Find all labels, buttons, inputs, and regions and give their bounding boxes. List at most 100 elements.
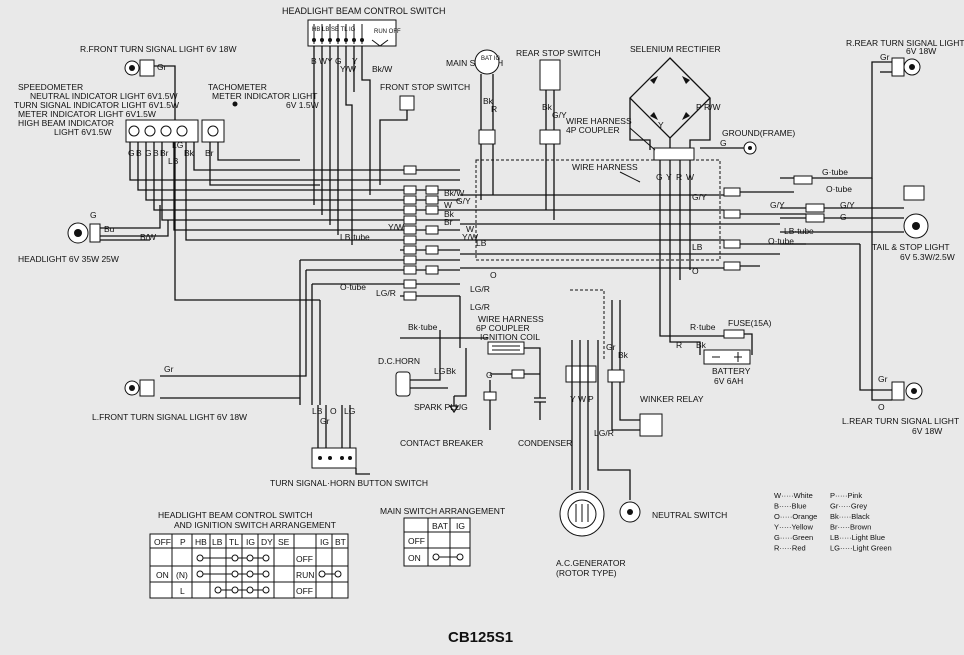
svg-text:CONDENSER: CONDENSER: [518, 438, 572, 448]
svg-text:Bu: Bu: [104, 224, 115, 234]
svg-text:LB: LB: [476, 238, 487, 248]
svg-text:Gr: Gr: [606, 342, 616, 352]
svg-text:SPARK PLUG: SPARK PLUG: [414, 402, 468, 412]
svg-text:G·tube: G·tube: [822, 167, 848, 177]
speedo-wires: [129, 142, 400, 241]
svg-text:LG: LG: [344, 406, 355, 416]
central-harness-letters: Bk/W G/Y W Bk Br W Y/W LB Y/W O LG/R G/Y…: [340, 188, 707, 298]
svg-text:WIRE HARNESS: WIRE HARNESS: [572, 162, 638, 172]
svg-text:Y/W: Y/W: [462, 232, 478, 242]
svg-text:OFF: OFF: [296, 586, 313, 596]
speedometer-block: SPEEDOMETER NEUTRAL INDICATOR LIGHT 6V1.…: [14, 82, 319, 143]
svg-text:FUSE(15A): FUSE(15A): [728, 318, 772, 328]
svg-text:IG: IG: [246, 537, 255, 547]
svg-text:A.C.GENERATOR: A.C.GENERATOR: [556, 558, 626, 568]
svg-text:NEUTRAL INDICATOR LIGHT 6V1.5W: NEUTRAL INDICATOR LIGHT 6V1.5W: [30, 91, 178, 101]
svg-text:O: O: [490, 270, 497, 280]
svg-text:O: O: [330, 406, 337, 416]
svg-text:METER INDICATOR LIGHT: METER INDICATOR LIGHT: [212, 91, 317, 101]
svg-text:L: L: [180, 586, 185, 596]
svg-text:Bk: Bk: [444, 209, 455, 219]
svg-text:(ROTOR TYPE): (ROTOR TYPE): [556, 568, 617, 578]
winker-relay: Gr Bk WINKER RELAY: [606, 300, 704, 437]
svg-text:G/Y: G/Y: [456, 196, 471, 206]
r-front-turn-signal: R.FRONT TURN SIGNAL LIGHT 6V 18W Gr: [80, 44, 320, 301]
svg-text:RUN: RUN: [296, 570, 314, 580]
svg-text:Bk: Bk: [184, 148, 195, 158]
headlight-beam-control-switch-label: HEADLIGHT BEAM CONTROL SWITCH: [282, 6, 446, 16]
svg-text:MAIN SWITCH ARRANGEMENT: MAIN SWITCH ARRANGEMENT: [380, 506, 505, 516]
svg-text:W: W: [444, 200, 452, 210]
svg-text:Bk: Bk: [696, 340, 707, 350]
legend-entry: Y·····Yellow: [774, 523, 813, 532]
svg-text:O·tube: O·tube: [340, 282, 366, 292]
ac-generator: Y W P A.C.GENERATOR (ROTOR TYPE): [556, 289, 626, 578]
dc-horn: D.C.HORN LG Bk: [378, 330, 457, 397]
svg-text:R.REAR TURN SIGNAL LIGHT: R.REAR TURN SIGNAL LIGHT: [846, 38, 964, 48]
run-off-label: RUN OFF: [374, 29, 401, 35]
l-rear-turn-signal: Gr O L.REAR TURN SIGNAL LIGHT 6V 18W: [842, 178, 959, 436]
svg-text:Gr: Gr: [880, 52, 890, 62]
svg-text:R: R: [676, 340, 682, 350]
svg-text:LG/R: LG/R: [594, 428, 614, 438]
svg-text:O·tube: O·tube: [826, 184, 852, 194]
contact-breaker: CONTACT BREAKER G: [400, 369, 540, 448]
svg-text:G: G: [486, 370, 493, 380]
svg-text:LG: LG: [172, 140, 183, 150]
svg-text:BATTERY: BATTERY: [712, 366, 751, 376]
svg-text:SPEEDOMETER: SPEEDOMETER: [18, 82, 83, 92]
svg-text:LG: LG: [434, 366, 445, 376]
spark-plug: SPARK PLUG: [414, 396, 468, 414]
front-stop-switch: FRONT STOP SWITCH: [379, 82, 470, 185]
svg-text:Bk: Bk: [483, 96, 494, 106]
l-front-turn-signal: Gr L.FRONT TURN SIGNAL LIGHT 6V 18W: [92, 364, 247, 422]
legend-entry: O·····Orange: [774, 512, 817, 521]
condenser: CONDENSER: [518, 380, 572, 448]
svg-text:G/Y: G/Y: [552, 110, 567, 120]
svg-text:6V 18W: 6V 18W: [912, 426, 942, 436]
svg-text:IG: IG: [456, 521, 465, 531]
svg-text:LB: LB: [692, 242, 703, 252]
svg-text:REAR STOP SWITCH: REAR STOP SWITCH: [516, 48, 601, 58]
svg-text:R: R: [491, 104, 497, 114]
svg-text:Gr: Gr: [164, 364, 174, 374]
headlight: HEADLIGHT 6V 35W 25W G Bu B/W: [18, 205, 169, 264]
svg-text:TACHOMETER: TACHOMETER: [208, 82, 267, 92]
svg-text:ON: ON: [156, 570, 169, 580]
svg-text:6V 5.3W/2.5W: 6V 5.3W/2.5W: [900, 252, 955, 262]
beam-switch-table: HEADLIGHT BEAM CONTROL SWITCH AND IGNITI…: [149, 510, 349, 599]
svg-text:Gr: Gr: [157, 62, 167, 72]
svg-text:HB: HB: [195, 537, 207, 547]
svg-text:Y: Y: [327, 56, 333, 66]
legend-entry: G·····Green: [774, 533, 813, 542]
svg-text:B: B: [153, 148, 159, 158]
svg-text:R: R: [676, 172, 682, 182]
svg-text:AND IGNITION SWITCH ARRANGEMEN: AND IGNITION SWITCH ARRANGEMENT: [174, 520, 336, 530]
svg-text:OFF: OFF: [154, 537, 171, 547]
svg-text:D.C.HORN: D.C.HORN: [378, 356, 420, 366]
svg-text:CONTACT BREAKER: CONTACT BREAKER: [400, 438, 483, 448]
svg-text:LIGHT 6V1.5W: LIGHT 6V1.5W: [54, 127, 111, 137]
svg-text:OFF: OFF: [408, 536, 425, 546]
svg-text:LB·tube: LB·tube: [784, 226, 814, 236]
selenium-rectifier: SELENIUM RECTIFIER Y P R/W: [629, 44, 721, 150]
ignition-coil: WIRE HARNESS 6P COUPLER IGNITION COIL Bk…: [400, 296, 544, 397]
svg-text:O: O: [878, 402, 885, 412]
svg-text:TAIL & STOP LIGHT: TAIL & STOP LIGHT: [872, 242, 950, 252]
svg-text:DY: DY: [261, 537, 273, 547]
svg-text:TURN SIGNAL·HORN BUTTON SWITCH: TURN SIGNAL·HORN BUTTON SWITCH: [270, 478, 428, 488]
svg-text:P: P: [180, 537, 186, 547]
svg-text:Y/W: Y/W: [340, 64, 356, 74]
svg-text:LB: LB: [212, 537, 223, 547]
svg-text:Bk·tube: Bk·tube: [408, 322, 438, 332]
svg-text:HEADLIGHT BEAM CONTROL SWITCH: HEADLIGHT BEAM CONTROL SWITCH: [158, 510, 312, 520]
svg-text:Y/W: Y/W: [388, 222, 404, 232]
svg-text:R.FRONT TURN SIGNAL LIGHT 6V 1: R.FRONT TURN SIGNAL LIGHT 6V 18W: [80, 44, 237, 54]
ground-frame: GROUND(FRAME) G: [700, 128, 795, 155]
right-connectors: [723, 175, 825, 271]
svg-text:B: B: [311, 56, 317, 66]
svg-text:G: G: [335, 56, 342, 66]
svg-text:G: G: [145, 148, 152, 158]
